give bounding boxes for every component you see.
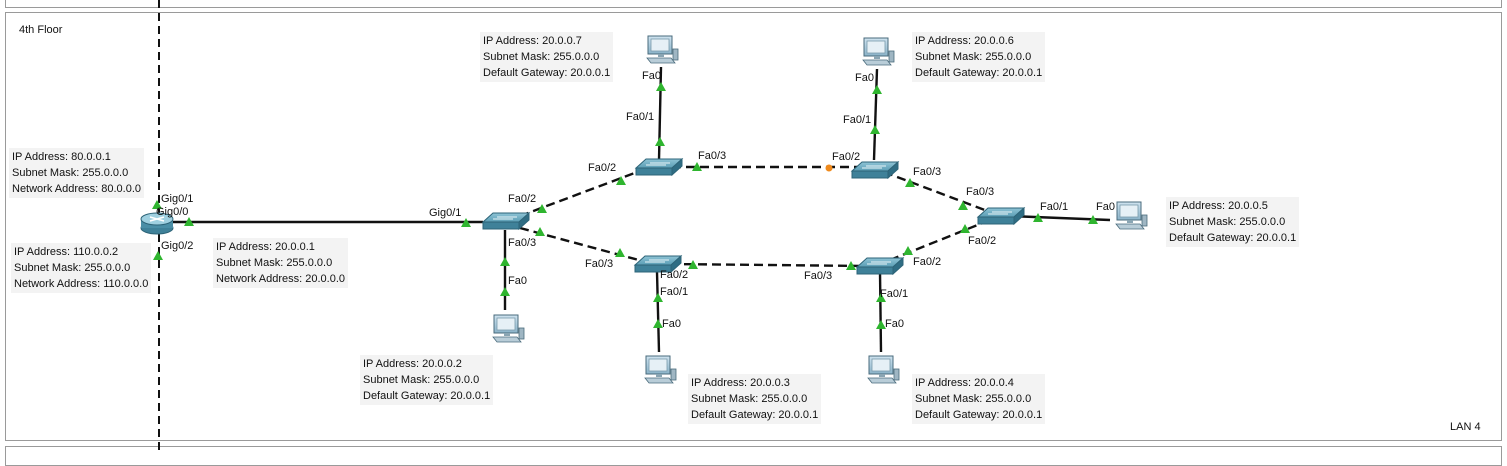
router-port-gig02: Gig0/2 — [161, 240, 194, 252]
topology-canvas[interactable] — [0, 0, 1507, 455]
lan-label: LAN 4 — [1450, 421, 1481, 433]
swbl-port-fa03: Fa0/3 — [585, 258, 614, 270]
swbr-port-fa01: Fa0/1 — [880, 288, 909, 300]
pc4-note: IP Address: 20.0.0.4 Subnet Mask: 255.0.… — [912, 374, 1046, 424]
router-port-gig00: Gig0/0 — [156, 206, 189, 218]
pc2-note: IP Address: 20.0.0.2 Subnet Mask: 255.0.… — [360, 355, 494, 405]
pc7-port: Fa0 — [642, 70, 661, 82]
pc7-note: IP Address: 20.0.0.7 Subnet Mask: 255.0.… — [480, 32, 614, 82]
pc-icon[interactable] — [867, 355, 900, 384]
swtr-port-fa01: Fa0/1 — [843, 114, 872, 126]
switch-icon[interactable] — [856, 257, 904, 275]
router-gig01-note: IP Address: 80.0.0.1 Subnet Mask: 255.0.… — [9, 148, 145, 198]
pc5-port: Fa0 — [1096, 201, 1115, 213]
link-swtr-pc6[interactable] — [872, 68, 879, 161]
pc3-note: IP Address: 20.0.0.3 Subnet Mask: 255.0.… — [688, 374, 822, 424]
switch-icon[interactable] — [851, 161, 899, 179]
pc-icon[interactable] — [644, 355, 677, 384]
switch-icon[interactable] — [635, 158, 683, 176]
swr-port-fa01: Fa0/1 — [1040, 201, 1069, 213]
swtr-port-fa02: Fa0/2 — [832, 151, 861, 163]
sw1-port-fa03: Fa0/3 — [508, 237, 537, 249]
swtl-port-fa03: Fa0/3 — [698, 150, 727, 162]
upper-cluster-frame — [5, 0, 1502, 8]
floor-label: 4th Floor — [19, 24, 63, 36]
pc6-port: Fa0 — [855, 72, 874, 84]
pc3-port: Fa0 — [662, 318, 681, 330]
pc-icon[interactable] — [492, 314, 525, 343]
sw1-port-gig01: Gig0/1 — [429, 207, 462, 219]
link-swtr-swr[interactable] — [883, 170, 991, 214]
pc6-note: IP Address: 20.0.0.6 Subnet Mask: 255.0.… — [912, 32, 1046, 82]
router-gig00-note: IP Address: 20.0.0.1 Subnet Mask: 255.0.… — [213, 238, 349, 288]
lan4-cluster-frame[interactable] — [5, 12, 1502, 441]
router-gig02-note: IP Address: 110.0.0.2 Subnet Mask: 255.0… — [11, 243, 152, 293]
swr-port-fa03: Fa0/3 — [966, 186, 995, 198]
link-swbl-swbr[interactable] — [669, 262, 869, 268]
swtr-port-fa03: Fa0/3 — [913, 166, 942, 178]
switch-icon[interactable] — [482, 212, 530, 230]
switch-icon[interactable] — [977, 207, 1025, 225]
swtl-port-fa01: Fa0/1 — [626, 111, 655, 123]
swbl-port-fa02: Fa0/2 — [660, 269, 689, 281]
link-swbr-pc4[interactable] — [878, 271, 883, 353]
router-icon[interactable] — [140, 212, 174, 235]
pc2-port: Fa0 — [508, 275, 527, 287]
pc-icon[interactable] — [646, 35, 679, 64]
link-swbl-pc3[interactable] — [655, 271, 661, 353]
swr-port-fa02: Fa0/2 — [968, 235, 997, 247]
pc4-port: Fa0 — [885, 318, 904, 330]
link-status-indicators — [152, 82, 1098, 329]
swbr-port-fa02: Fa0/2 — [913, 256, 942, 268]
sw1-port-fa02: Fa0/2 — [508, 193, 537, 205]
router-port-gig01: Gig0/1 — [161, 193, 194, 205]
pc-icon[interactable] — [1115, 201, 1148, 230]
swbr-port-fa03: Fa0/3 — [804, 270, 833, 282]
pc-icon[interactable] — [862, 37, 895, 66]
pc5-note: IP Address: 20.0.0.5 Subnet Mask: 255.0.… — [1166, 197, 1300, 247]
swtl-port-fa02: Fa0/2 — [588, 162, 617, 174]
link-sw1-swtl[interactable] — [519, 166, 649, 218]
swbl-port-fa01: Fa0/1 — [660, 286, 689, 298]
